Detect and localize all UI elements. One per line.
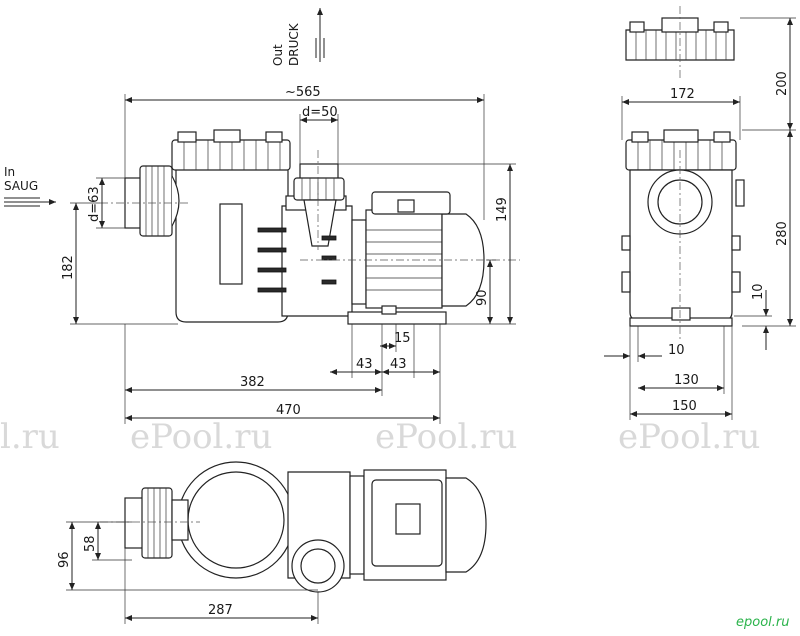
- watermark-text: l.ru: [0, 417, 60, 457]
- dim-overall-length: ~565: [124, 85, 485, 220]
- outlet-label-en: Out: [271, 44, 285, 66]
- dim-label: 96: [57, 551, 72, 568]
- watermark-text: ePool.ru: [618, 417, 760, 457]
- side-dimension-lines: 172 200 280 10 10 130 150: [604, 17, 796, 420]
- dim-label: 43: [356, 357, 373, 372]
- dim-label: 470: [276, 403, 301, 418]
- dim-length-470: 470: [125, 324, 441, 424]
- dim-label: 90: [475, 289, 490, 306]
- front-view: [100, 129, 520, 325]
- dim-label: d=50: [302, 105, 338, 120]
- top-dimension-lines: 96 58 287: [57, 521, 319, 624]
- dim-label: d=63: [87, 186, 102, 222]
- dim-label: 15: [394, 331, 411, 346]
- dim-label: 280: [775, 221, 790, 246]
- inlet-label-en: In: [4, 165, 15, 179]
- dim-label: 200: [775, 71, 790, 96]
- dim-motor-axis: 90: [475, 259, 496, 324]
- dim-label: 172: [670, 87, 695, 102]
- watermark-layer: l.ru ePool.ru ePool.ru ePool.ru: [0, 417, 760, 457]
- dim-label: 58: [83, 535, 98, 552]
- watermark-text: ePool.ru: [375, 417, 517, 457]
- dim-inlet-diameter: d=63: [87, 177, 125, 229]
- watermark-text: ePool.ru: [130, 417, 272, 457]
- dim-outlet-diameter: d=50: [299, 105, 339, 164]
- epool-logo: epool.ru: [736, 615, 790, 630]
- outlet-label-group: Out DRUCK: [271, 8, 325, 66]
- top-view: [100, 461, 487, 593]
- outlet-label-de: DRUCK: [287, 22, 301, 66]
- dim-inlet-height: 182: [61, 202, 178, 325]
- logo-text: epool.ru: [736, 615, 790, 630]
- dim-label: 149: [495, 197, 510, 222]
- dim-label: 10: [668, 343, 685, 358]
- dim-label: 382: [240, 375, 265, 390]
- dim-feet: 15 43 43: [330, 324, 440, 378]
- dim-label: 182: [61, 255, 76, 280]
- side-view: [621, 6, 745, 340]
- dim-length-382: 382: [124, 324, 383, 424]
- dim-label: ~565: [285, 85, 321, 100]
- dim-label: 43: [390, 357, 407, 372]
- dim-label: 150: [672, 399, 697, 414]
- dim-outlet-height: 149: [338, 163, 516, 325]
- inlet-label-de: SAUG: [4, 179, 38, 193]
- dim-label: 130: [674, 373, 699, 388]
- dim-label: 287: [208, 603, 233, 618]
- dim-label: 10: [751, 283, 766, 300]
- inlet-label-group: In SAUG: [4, 165, 56, 207]
